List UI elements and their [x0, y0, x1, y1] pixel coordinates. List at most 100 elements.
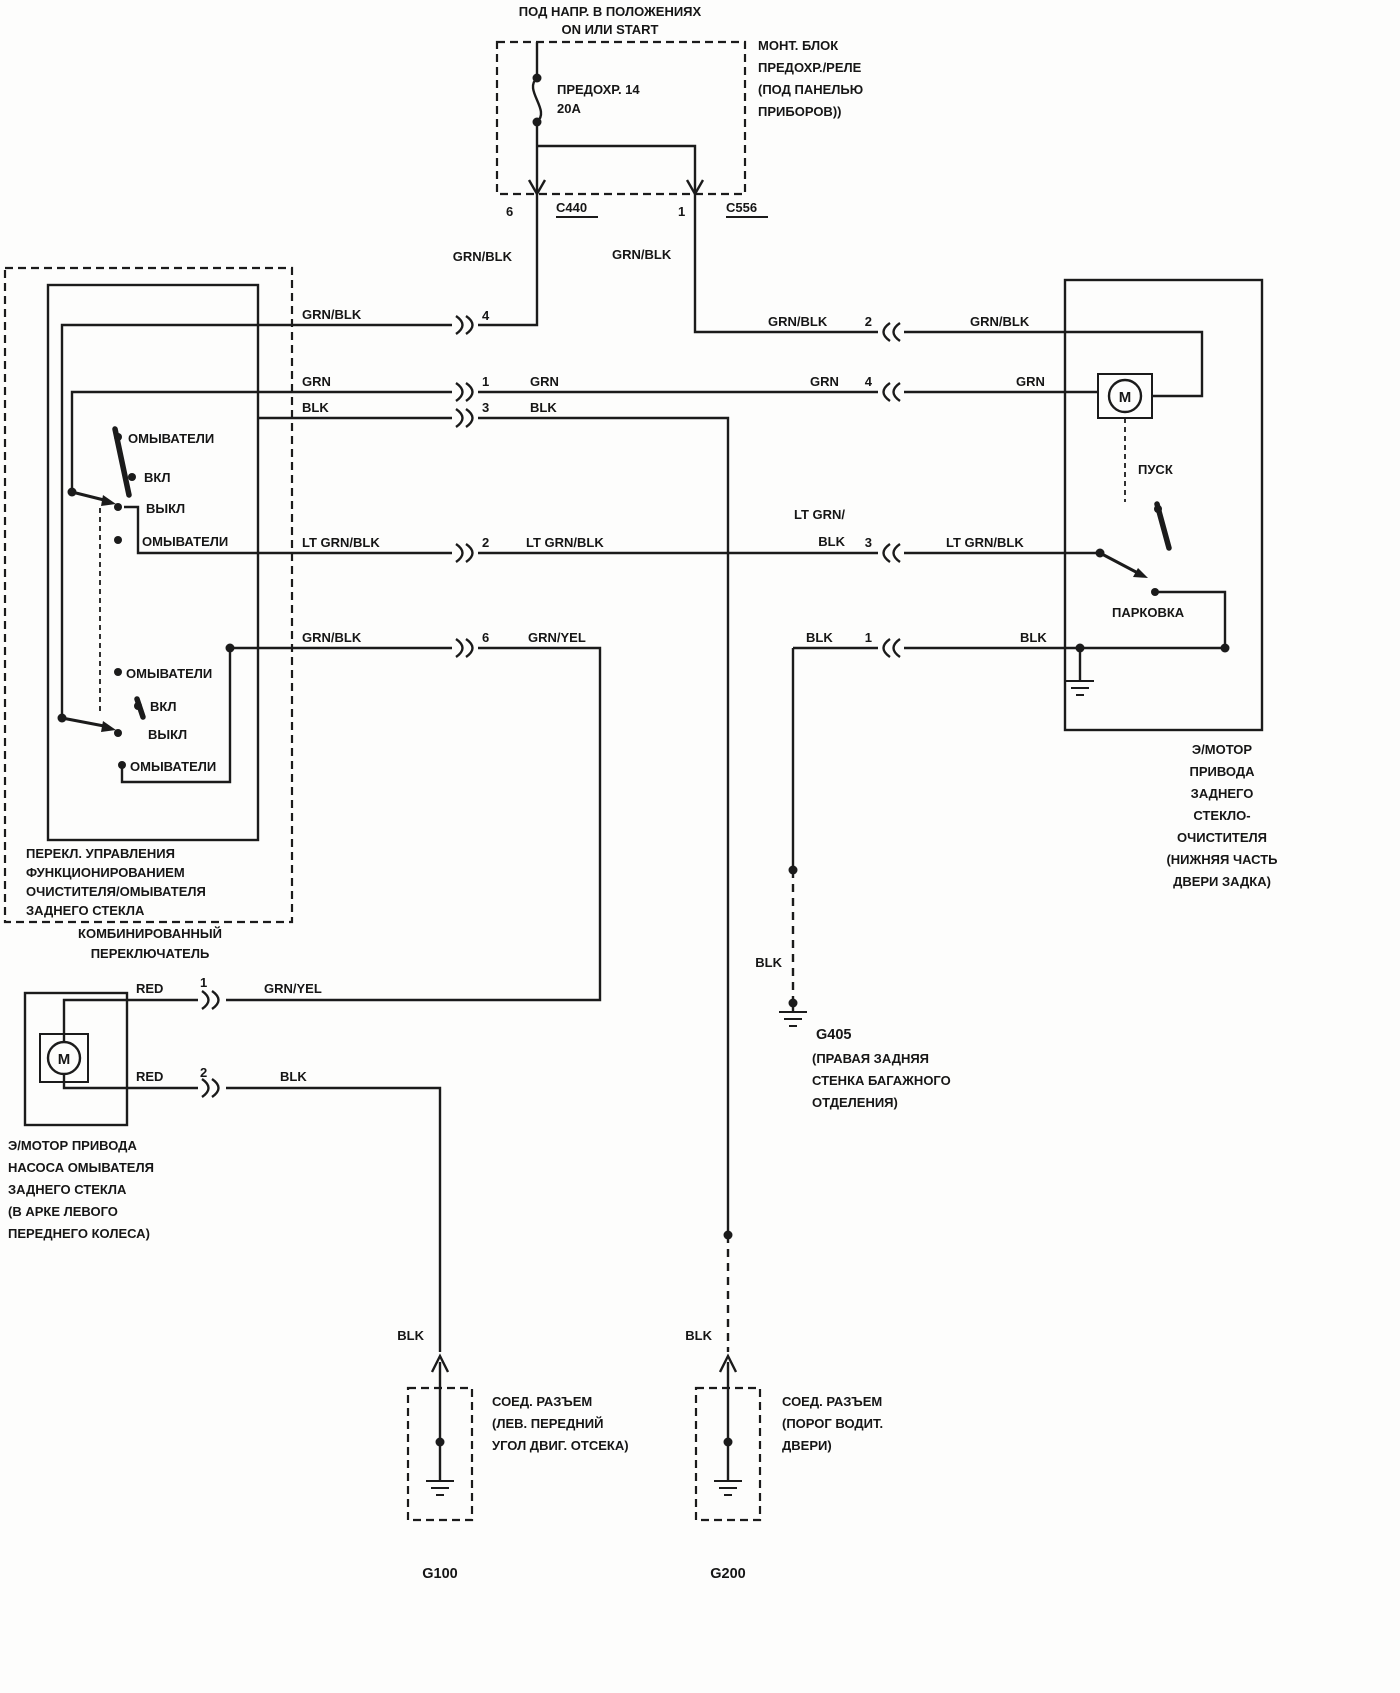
wire-label: BLK — [806, 630, 833, 645]
switch-position-label: ОМЫВАТЕЛИ — [126, 666, 212, 681]
switch-caption-line: ЗАДНЕГО СТЕКЛА — [26, 903, 145, 918]
contact-dot — [114, 503, 122, 511]
motor-caption-line: (НИЖНЯЯ ЧАСТЬ — [1166, 852, 1277, 867]
motor-run-label: ПУСК — [1138, 462, 1173, 477]
wire-grn-pin1 — [70, 390, 452, 492]
switch-dashed-outline — [3, 266, 294, 924]
washer-feed-wire — [120, 648, 232, 784]
contact-dot — [114, 536, 122, 544]
connector-caption-line: (ЛЕВ. ПЕРЕДНИЙ — [492, 1416, 603, 1431]
fuse-branch-wire — [537, 144, 697, 194]
inline-connector-icon — [455, 408, 474, 428]
switch-arm — [60, 716, 106, 728]
wire-label: GRN/BLK — [612, 247, 672, 262]
wire-label: GRN/BLK — [453, 249, 513, 264]
contact-dot — [1154, 505, 1162, 513]
power-label-line1: ПОД НАПР. В ПОЛОЖЕНИЯХ — [519, 4, 702, 19]
pump-caption-line: НАСОСА ОМЫВАТЕЛЯ — [8, 1160, 154, 1175]
wire-label: BLK — [685, 1328, 712, 1343]
ground-name: G100 — [422, 1566, 457, 1582]
wire-label: RED — [136, 981, 163, 996]
feed-wires: GRN/BLK GRN/BLK — [453, 194, 878, 334]
wire-label: GRN/BLK — [302, 307, 362, 322]
wire-blk-trunk — [478, 416, 730, 1235]
connector-caption-line: (ПОРОГ ВОДИТ. — [782, 1416, 883, 1431]
fuse-name: ПРЕДОХР. 14 — [557, 82, 640, 97]
inline-connector-icon — [882, 322, 901, 342]
pump-caption-line: (В АРКЕ ЛЕВОГО — [8, 1204, 118, 1219]
wire-label: GRN — [530, 374, 559, 389]
pin-number: 1 — [482, 374, 489, 389]
switch-position-label: ВЫКЛ — [148, 727, 187, 742]
motor-caption-line: Э/МОТОР — [1192, 742, 1253, 757]
contact-dot — [114, 668, 122, 676]
ground-caption-line: ОТДЕЛЕНИЯ) — [812, 1095, 898, 1110]
wire-label: BLK — [302, 400, 329, 415]
wire-label: LT GRN/BLK — [302, 535, 380, 550]
ground-icon — [1066, 680, 1094, 696]
motor-caption-line: ЗАДНЕГО — [1191, 786, 1254, 801]
motor-caption-line: ОЧИСТИТЕЛЯ — [1177, 830, 1267, 845]
wire-label: LT GRN/BLK — [526, 535, 604, 550]
wire-label: LT GRN/BLK — [946, 535, 1024, 550]
pump-caption-line: ПЕРЕДНЕГО КОЛЕСА) — [8, 1226, 150, 1241]
junction-dot — [435, 1437, 445, 1447]
motor-caption-line: ДВЕРИ ЗАДКА) — [1173, 874, 1271, 889]
harness-to-motor: 2 4 3 1 GRN/BLK GRN/BLK GRN GRN LT GRN/ … — [226, 314, 1225, 1352]
pump-box — [23, 991, 129, 1127]
junction-dot — [723, 1437, 733, 1447]
switch-position-label: ОМЫВАТЕЛИ — [142, 534, 228, 549]
pin-number: 6 — [482, 630, 489, 645]
wire-label: BLK — [530, 400, 557, 415]
switch-inner-box — [46, 283, 260, 842]
contact-dot — [134, 702, 142, 710]
junction-dot — [225, 643, 235, 653]
wire-ltgrnblk-pin2 — [124, 505, 452, 555]
pin-number: 3 — [865, 535, 872, 550]
connector-caption-line: ДВЕРИ) — [782, 1438, 832, 1453]
motor-letter: M — [1119, 389, 1132, 406]
fuse-box-outline — [495, 40, 747, 196]
wire-label: BLK — [1020, 630, 1047, 645]
fusebox-caption-line: ПРЕДОХР./РЕЛЕ — [758, 60, 862, 75]
switch-position-label: ВКЛ — [144, 470, 170, 485]
inline-connector-icon — [455, 543, 474, 563]
connector-caption-line: СОЕД. РАЗЪЕМ — [492, 1394, 592, 1409]
motor-icon — [1107, 378, 1143, 414]
wire-label: LT GRN/ — [794, 507, 845, 522]
wiper-motor-box — [1063, 278, 1264, 732]
park-switch-arm — [1098, 551, 1138, 574]
switch-position-label: ОМЫВАТЕЛИ — [130, 759, 216, 774]
wire-label: RED — [136, 1069, 163, 1084]
wire-label: BLK — [818, 534, 845, 549]
pump-wire-1 — [62, 998, 198, 1042]
wire-label: BLK — [280, 1069, 307, 1084]
pin-number: 4 — [482, 308, 490, 323]
switch-caption-line: ПЕРЕКЛ. УПРАВЛЕНИЯ — [26, 846, 175, 861]
fusebox-caption-line: (ПОД ПАНЕЛЬЮ — [758, 82, 863, 97]
inline-connector-icon — [201, 1078, 220, 1098]
inline-connector-icon — [882, 638, 901, 658]
pin-number: 1 — [865, 630, 872, 645]
switch-position-label: ВКЛ — [150, 699, 176, 714]
park-contact-wire — [1155, 590, 1227, 648]
connector-caption-line: УГОЛ ДВИГ. ОТСЕКА) — [492, 1438, 629, 1453]
wire-grnblk-pin4 — [60, 323, 452, 718]
wire-label: GRN/BLK — [768, 314, 828, 329]
inline-connector-icon — [201, 990, 220, 1010]
connector-name-c440: C440 — [556, 200, 587, 215]
wire-label: GRN — [810, 374, 839, 389]
fusebox-caption-line: МОНТ. БЛОК — [758, 38, 838, 53]
switch-arm-arrow-icon — [101, 721, 116, 732]
motor-caption-line: СТЕКЛО- — [1193, 808, 1250, 823]
pin-number: 4 — [865, 374, 873, 389]
g405-ground-run: BLK G405 (ПРАВАЯ ЗАДНЯЯ СТЕНКА БАГАЖНОГО… — [755, 648, 951, 1110]
inline-connector-icon — [882, 382, 901, 402]
wire-label: GRN/BLK — [302, 630, 362, 645]
pin-number: 1 — [678, 204, 685, 219]
pin-number: 2 — [865, 314, 872, 329]
switch-connector-column: 4 1 3 2 6 GRN/BLK GRN BLK LT GRN/BLK GRN… — [302, 307, 604, 658]
switch-caption-line: ОЧИСТИТЕЛЯ/ОМЫВАТЕЛЯ — [26, 884, 206, 899]
fuse-rating: 20А — [557, 101, 581, 116]
